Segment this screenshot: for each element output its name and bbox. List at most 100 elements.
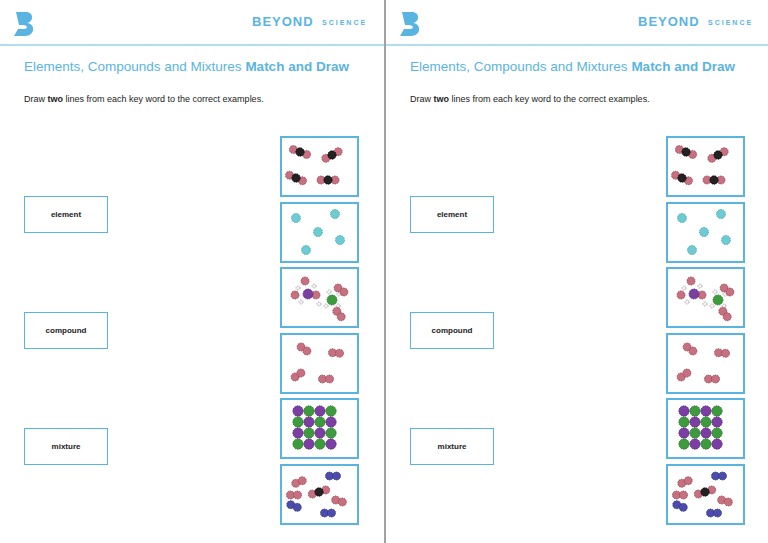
example-box bbox=[667, 203, 744, 262]
example-box bbox=[281, 465, 358, 524]
atom bbox=[315, 439, 325, 449]
atom bbox=[712, 417, 722, 427]
page-divider bbox=[385, 0, 386, 543]
brand-subtitle: SCIENCE bbox=[322, 19, 367, 26]
keyword-text: element bbox=[51, 210, 81, 219]
keyword-box: element bbox=[410, 196, 494, 233]
atom bbox=[677, 291, 685, 299]
atom bbox=[292, 174, 300, 182]
example-box bbox=[667, 334, 744, 393]
label-text: SCIENCE bbox=[708, 19, 753, 26]
atom bbox=[326, 406, 336, 416]
atom bbox=[319, 375, 327, 383]
example-box bbox=[281, 203, 358, 262]
atom bbox=[680, 491, 688, 499]
atom bbox=[684, 477, 692, 485]
atom bbox=[324, 304, 328, 308]
keyword-text: mixture bbox=[52, 442, 81, 451]
atom bbox=[293, 439, 303, 449]
example-frame bbox=[281, 203, 358, 262]
example-frame bbox=[667, 137, 744, 196]
atom bbox=[326, 428, 336, 438]
atom bbox=[724, 498, 732, 506]
example-box bbox=[667, 137, 744, 196]
atom bbox=[292, 214, 301, 223]
atom bbox=[690, 428, 700, 438]
label-text: Match and Draw bbox=[245, 59, 349, 74]
atom bbox=[710, 176, 718, 184]
example-box bbox=[281, 334, 358, 393]
atom bbox=[689, 289, 699, 299]
instruction: Drawtwolines from each key word to the c… bbox=[410, 94, 650, 104]
atom bbox=[701, 439, 711, 449]
label-text: lines from each key word to the correct … bbox=[66, 94, 264, 104]
example-frame bbox=[667, 399, 744, 458]
atom bbox=[712, 375, 720, 383]
atom bbox=[710, 304, 714, 308]
atom bbox=[312, 284, 316, 288]
atom bbox=[712, 439, 722, 449]
atom bbox=[287, 491, 295, 499]
atom bbox=[700, 228, 709, 237]
logo-mark bbox=[14, 12, 33, 36]
atom bbox=[712, 428, 722, 438]
atom bbox=[304, 428, 314, 438]
atom bbox=[678, 174, 686, 182]
atom bbox=[291, 291, 299, 299]
atom bbox=[326, 472, 334, 480]
atom bbox=[717, 210, 726, 219]
atom bbox=[321, 509, 329, 517]
atom bbox=[719, 472, 727, 480]
atom bbox=[703, 302, 707, 306]
label-text: Draw bbox=[24, 94, 45, 104]
atom bbox=[723, 313, 731, 321]
atom bbox=[315, 417, 325, 427]
example-frame bbox=[281, 399, 358, 458]
example-box bbox=[281, 137, 358, 196]
example-frame bbox=[281, 465, 358, 524]
atom bbox=[721, 349, 729, 357]
atom bbox=[726, 288, 734, 296]
example-frame bbox=[281, 137, 358, 196]
instruction: Drawtwolines from each key word to the c… bbox=[24, 94, 264, 104]
atom bbox=[293, 406, 303, 416]
example-frame bbox=[667, 465, 744, 524]
keyword-box: mixture bbox=[410, 428, 494, 465]
example-frame bbox=[667, 268, 744, 327]
atom bbox=[701, 428, 711, 438]
atom bbox=[293, 428, 303, 438]
example-box bbox=[281, 268, 358, 327]
keyword-text: compound bbox=[432, 326, 473, 335]
label-text: two bbox=[434, 94, 450, 104]
atom bbox=[315, 406, 325, 416]
atom bbox=[304, 439, 314, 449]
atom bbox=[298, 477, 306, 485]
atom bbox=[679, 406, 689, 416]
atom bbox=[714, 151, 722, 159]
atom bbox=[335, 349, 343, 357]
logo-mark bbox=[400, 12, 419, 36]
keyword-text: element bbox=[437, 210, 467, 219]
atom bbox=[324, 176, 332, 184]
atom bbox=[303, 289, 313, 299]
atom bbox=[317, 302, 321, 306]
atom bbox=[331, 210, 340, 219]
example-box bbox=[667, 268, 744, 327]
label-text: SCIENCE bbox=[322, 19, 367, 26]
atom bbox=[328, 151, 336, 159]
atom bbox=[299, 300, 303, 304]
atom bbox=[302, 246, 311, 255]
atom bbox=[701, 488, 709, 496]
header-rule bbox=[0, 45, 384, 46]
sheet-title: Elements, Compounds and MixturesMatch an… bbox=[410, 59, 735, 74]
atom bbox=[337, 313, 345, 321]
atom bbox=[338, 498, 346, 506]
atom bbox=[296, 148, 304, 156]
atom bbox=[304, 417, 314, 427]
example-box bbox=[667, 399, 744, 458]
atom bbox=[294, 491, 302, 499]
atom bbox=[304, 406, 314, 416]
atom bbox=[698, 284, 702, 288]
atom bbox=[336, 236, 345, 245]
